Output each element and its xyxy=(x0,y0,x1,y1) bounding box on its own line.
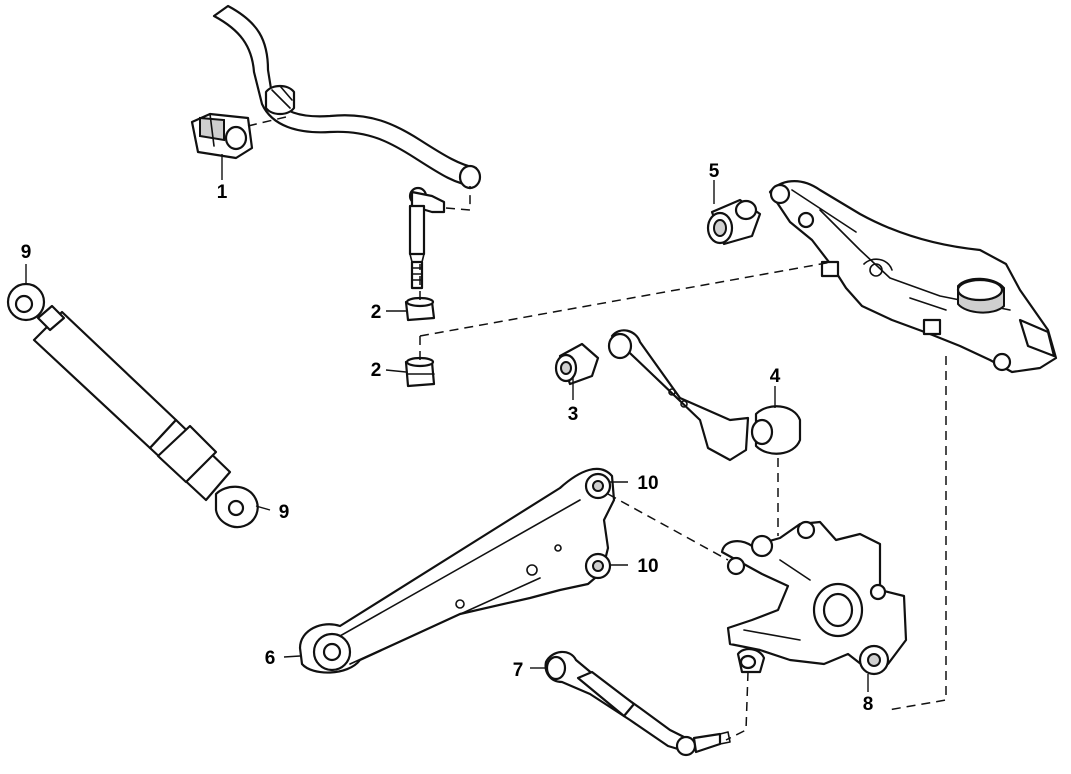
toe-control-rod xyxy=(544,650,731,757)
callout-2-lower: 2 xyxy=(371,360,382,381)
upper-control-arm xyxy=(607,329,802,462)
link-bushing-upper xyxy=(404,296,436,322)
link-bushing-lower xyxy=(404,356,436,388)
stabilizer-bar xyxy=(212,4,482,190)
callout-2-upper: 2 xyxy=(371,302,382,323)
shock-absorber xyxy=(6,282,259,529)
callout-6: 6 xyxy=(265,648,276,669)
callout-4: 4 xyxy=(770,366,781,387)
callout-10-lower: 10 xyxy=(637,556,658,577)
lower-control-arm xyxy=(298,467,616,674)
stabilizer-bushing xyxy=(190,112,254,160)
callout-labels: 1 2 2 3 4 5 6 7 8 9 9 10 10 xyxy=(21,161,874,715)
callout-10-upper: 10 xyxy=(637,473,658,494)
callout-1: 1 xyxy=(217,182,228,203)
arm-bushing-3 xyxy=(554,342,600,386)
callout-9-upper: 9 xyxy=(21,242,32,263)
callout-5: 5 xyxy=(709,161,720,182)
callout-9-lower: 9 xyxy=(279,502,290,523)
callout-7: 7 xyxy=(513,660,524,681)
arm-bushing-5 xyxy=(706,198,762,246)
stabilizer-link xyxy=(408,186,446,290)
assembly-lines xyxy=(247,115,947,741)
callout-8: 8 xyxy=(863,694,874,715)
suspension-member xyxy=(768,180,1058,374)
callout-3: 3 xyxy=(568,404,579,425)
rear-axle-knuckle xyxy=(720,520,908,676)
leader-lines xyxy=(25,154,869,692)
